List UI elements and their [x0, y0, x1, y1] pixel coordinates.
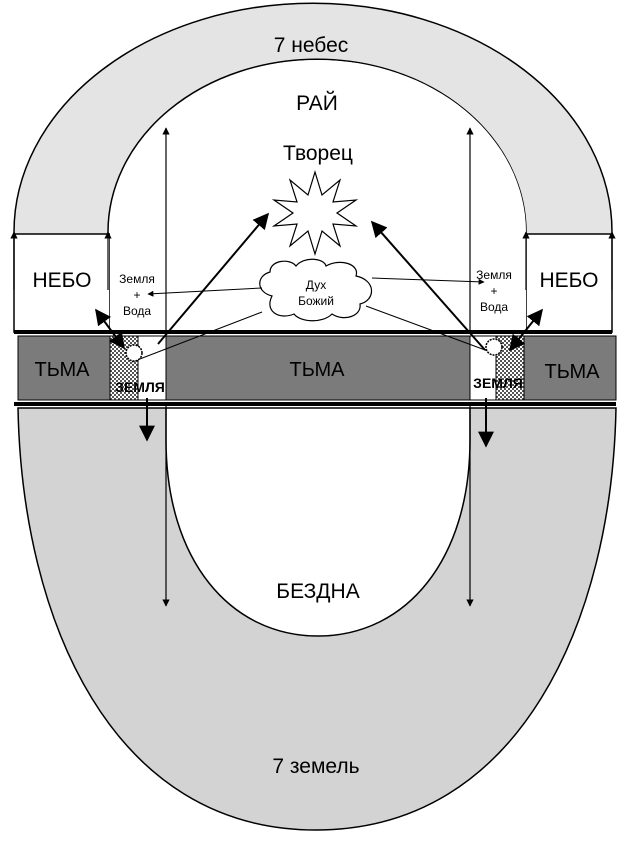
- darkness-center: [165, 335, 471, 401]
- label-abyss: БЕЗДНА: [276, 580, 359, 603]
- label-sky-left: НЕБО: [32, 269, 91, 292]
- arrow-sky-left-sun: [95, 308, 125, 350]
- arrow-spirit-to-left-water: [147, 287, 263, 297]
- label-earth-water-right-3: Вода: [480, 300, 508, 314]
- label-paradise: РАЙ: [296, 91, 338, 115]
- heavens-arch: [13, 2, 613, 237]
- label-creator: Творец: [283, 142, 353, 165]
- arrow-sky-right-sun: [509, 308, 543, 352]
- label-earths: 7 земель: [272, 755, 359, 778]
- label-darkness-center: ТЬМА: [290, 359, 346, 381]
- label-heavens: 7 небес: [274, 34, 349, 57]
- label-earth-water-right-2: +: [490, 284, 497, 298]
- label-earth-water-left-1: Земля: [119, 272, 155, 286]
- label-earth-right: ЗЕМЛЯ: [473, 375, 523, 391]
- arrow-spirit-to-right-water: [371, 277, 485, 285]
- label-earth-water-left-3: Вода: [123, 304, 151, 318]
- label-darkness-left: ТЬМА: [35, 359, 91, 381]
- darkness-left: [17, 335, 111, 401]
- sun-right-icon: [485, 338, 503, 356]
- arrow-earth-left-to-creator: [157, 212, 270, 345]
- spirit-cloud-icon: [259, 258, 373, 322]
- label-earth-left: ЗЕМЛЯ: [115, 379, 165, 395]
- sun-left-icon: [125, 344, 143, 362]
- label-spirit-2: Божий: [298, 294, 334, 308]
- line-spirit-left: [131, 311, 263, 363]
- arrow-earth-right-to-creator: [370, 220, 486, 351]
- label-spirit-1: Дух: [306, 278, 326, 292]
- line-spirit-right: [365, 305, 497, 355]
- earth-block-left-cover: [137, 335, 167, 401]
- earths-bowl: [17, 407, 617, 831]
- label-earth-water-right-1: Земля: [476, 268, 512, 282]
- label-sky-right: НЕБО: [539, 269, 598, 292]
- label-earth-water-left-2: +: [133, 288, 140, 302]
- label-darkness-right: ТЬМА: [545, 361, 601, 383]
- creator-star-icon: [271, 169, 359, 257]
